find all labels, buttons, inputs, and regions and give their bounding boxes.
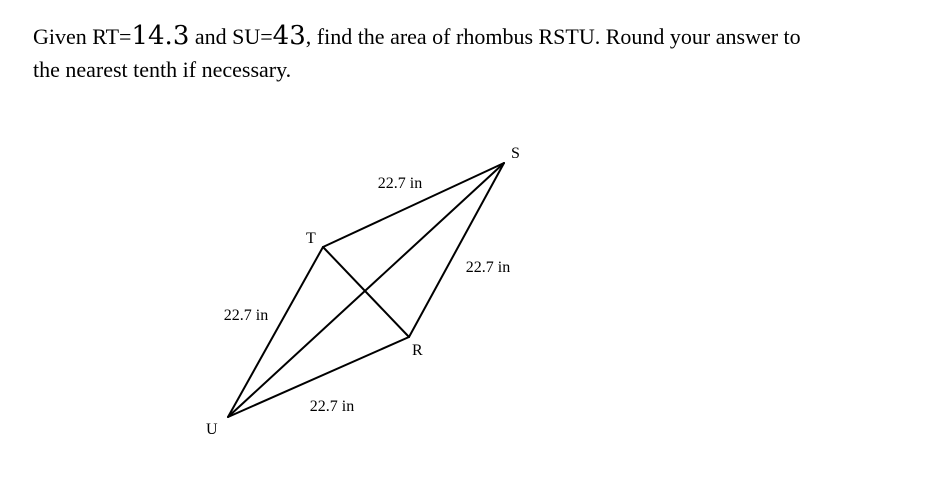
problem-text-segment: and SU= [189,24,273,49]
vertex-label-t: T [306,230,316,247]
given-su-value: 43 [272,21,306,51]
side-label-ur: 22.7 in [310,398,354,415]
vertex-label-u: U [206,421,218,438]
side-st-line [322,162,505,248]
side-label-rs: 22.7 in [466,259,510,276]
side-label-tu: 22.7 in [224,307,268,324]
problem-text-segment: Given RT= [33,24,132,49]
side-ur-line [227,336,410,418]
problem-statement: Given RT=14.3 and SU=43, find the area o… [33,20,903,86]
problem-text-segment: , find the area of rhombus RSTU. Round y… [305,24,801,49]
vertex-label-r: R [412,342,423,359]
side-rs-line [408,162,505,338]
diagonal-tr-line [322,246,410,338]
given-rt-value: 14.3 [131,21,190,51]
side-tu-line [227,246,324,418]
side-label-st: 22.7 in [378,175,422,192]
diagonal-us-line [227,162,505,418]
vertex-label-s: S [511,145,520,162]
problem-text-segment: the nearest tenth if necessary. [33,57,292,82]
